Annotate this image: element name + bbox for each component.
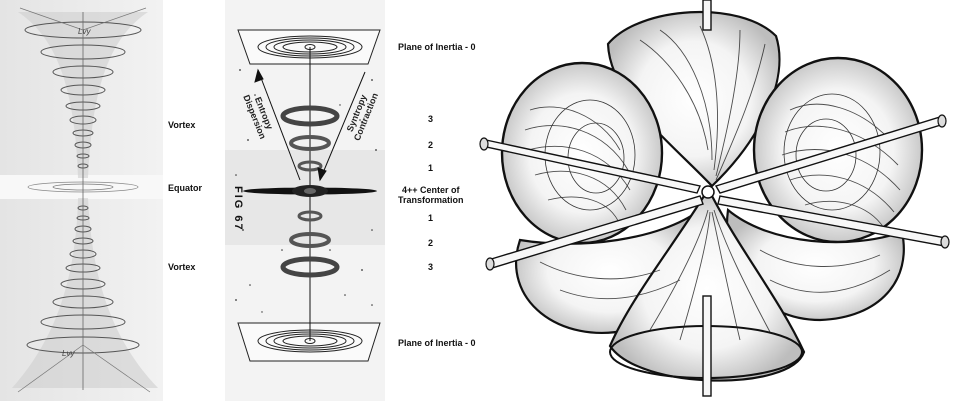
center-label-line1: 4++ Center of bbox=[398, 185, 464, 195]
lower-number-2: 2 bbox=[428, 238, 433, 248]
vortex-label-top: Vortex bbox=[168, 120, 195, 130]
center-of-transformation-label: 4++ Center of Transformation bbox=[398, 185, 464, 205]
vortex-label-bottom: Vortex bbox=[168, 262, 195, 272]
cube-vortex-sketch bbox=[480, 0, 949, 396]
equator-label: Equator bbox=[168, 183, 202, 193]
left-vortex-sketch: Lvy Lvy bbox=[0, 0, 163, 401]
plane-of-inertia-bottom: Plane of Inertia - 0 bbox=[398, 338, 476, 348]
upper-number-3: 3 bbox=[428, 114, 433, 124]
upper-number-1: 1 bbox=[428, 163, 433, 173]
plane-of-inertia-top: Plane of Inertia - 0 bbox=[398, 42, 476, 52]
lower-number-3: 3 bbox=[428, 262, 433, 272]
left-handwritten-bottom: Lvy bbox=[62, 349, 75, 358]
center-label-line2: Transformation bbox=[398, 195, 464, 205]
left-handwritten-top: Lvy bbox=[78, 27, 91, 36]
center-figure bbox=[225, 0, 385, 401]
upper-number-2: 2 bbox=[428, 140, 433, 150]
lower-number-1: 1 bbox=[428, 213, 433, 223]
figure-number-label: FIG 67 bbox=[232, 186, 244, 232]
